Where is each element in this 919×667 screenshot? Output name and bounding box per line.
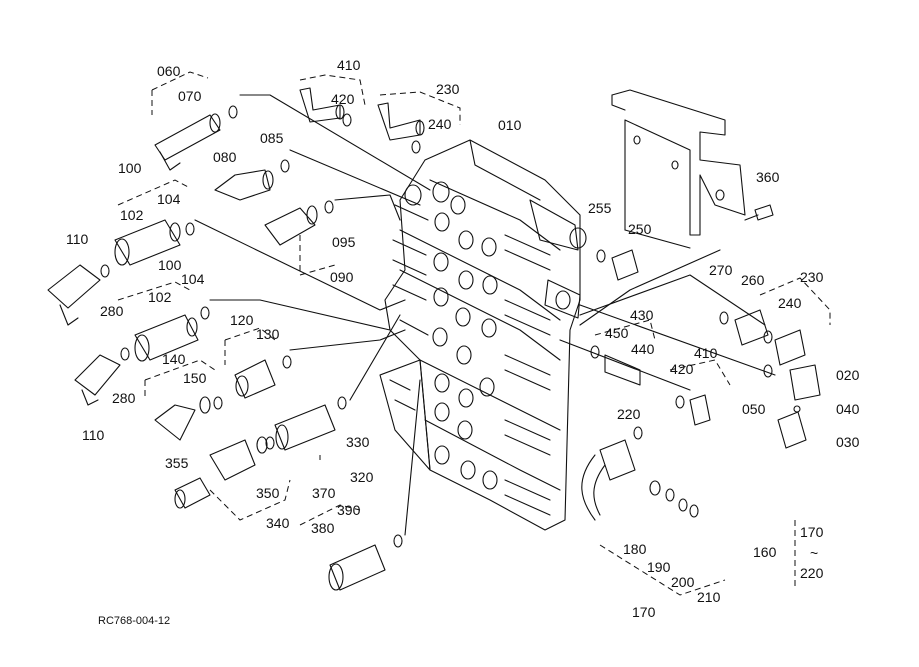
part-label-180: 180 bbox=[623, 541, 647, 557]
part-label-210: 210 bbox=[697, 589, 721, 605]
part-label-450: 450 bbox=[605, 325, 629, 341]
part-label-420-top: 420 bbox=[331, 91, 355, 107]
part-label-010: 010 bbox=[498, 117, 522, 133]
part-label-085: 085 bbox=[260, 130, 284, 146]
part-label-270: 270 bbox=[709, 262, 733, 278]
part-label-280-upper: 280 bbox=[100, 303, 124, 319]
part-label-410-right: 410 bbox=[694, 345, 718, 361]
part-label-420-right: 420 bbox=[670, 361, 694, 377]
part-label-070: 070 bbox=[178, 88, 202, 104]
part-label-104-upper: 104 bbox=[157, 191, 181, 207]
part-label-200: 200 bbox=[671, 574, 695, 590]
part-label-090: 090 bbox=[330, 269, 354, 285]
part-label-150: 150 bbox=[183, 370, 207, 386]
part-label-220-right: 220 bbox=[800, 565, 824, 581]
part-label-380: 380 bbox=[311, 520, 335, 536]
part-label-250: 250 bbox=[628, 221, 652, 237]
part-label-230-right: 230 bbox=[800, 269, 824, 285]
part-label-390: 390 bbox=[337, 502, 361, 518]
part-label-080: 080 bbox=[213, 149, 237, 165]
part-label-110-upper: 110 bbox=[66, 231, 89, 247]
part-label-410-top: 410 bbox=[337, 57, 361, 73]
part-label-280-lower: 280 bbox=[112, 390, 136, 406]
part-label-430: 430 bbox=[630, 307, 654, 323]
part-label-170-bottom: 170 bbox=[632, 604, 656, 620]
part-label-100-lower: 100 bbox=[158, 257, 182, 273]
part-label-260: 260 bbox=[741, 272, 765, 288]
part-label-060: 060 bbox=[157, 63, 181, 79]
control-valve-body bbox=[379, 139, 587, 531]
figure-reference: RC768-004-12 bbox=[98, 615, 171, 627]
part-label-220-left: 220 bbox=[617, 406, 641, 422]
part-label-350: 350 bbox=[256, 485, 280, 501]
part-label-240-top: 240 bbox=[428, 116, 452, 132]
part-label-440: 440 bbox=[631, 341, 655, 357]
part-label-255: 255 bbox=[588, 200, 612, 216]
part-label-095: 095 bbox=[332, 234, 356, 250]
part-label-040: 040 bbox=[836, 401, 860, 417]
range-tilde: ~ bbox=[810, 545, 819, 561]
part-label-140: 140 bbox=[162, 351, 186, 367]
part-label-120: 120 bbox=[230, 312, 254, 328]
part-label-170-right: 170 bbox=[800, 524, 824, 540]
part-label-160: 160 bbox=[753, 544, 777, 560]
part-label-110-lower: 110 bbox=[82, 427, 105, 443]
part-label-020: 020 bbox=[836, 367, 860, 383]
part-label-355: 355 bbox=[165, 455, 189, 471]
part-label-102-lower: 102 bbox=[148, 289, 172, 305]
part-label-330: 330 bbox=[346, 434, 370, 450]
part-label-340: 340 bbox=[266, 515, 290, 531]
part-label-130: 130 bbox=[256, 326, 280, 342]
part-label-370: 370 bbox=[312, 485, 336, 501]
part-label-104-lower: 104 bbox=[181, 271, 205, 287]
part-label-240-right: 240 bbox=[778, 295, 802, 311]
part-label-030: 030 bbox=[836, 434, 860, 450]
part-label-190: 190 bbox=[647, 559, 671, 575]
part-label-050: 050 bbox=[742, 401, 766, 417]
mounting-bracket bbox=[611, 89, 746, 249]
part-label-230-top: 230 bbox=[436, 81, 460, 97]
part-label-102-upper: 102 bbox=[120, 207, 144, 223]
part-label-360: 360 bbox=[756, 169, 780, 185]
part-label-320: 320 bbox=[350, 469, 374, 485]
part-label-100-upper: 100 bbox=[118, 160, 142, 176]
